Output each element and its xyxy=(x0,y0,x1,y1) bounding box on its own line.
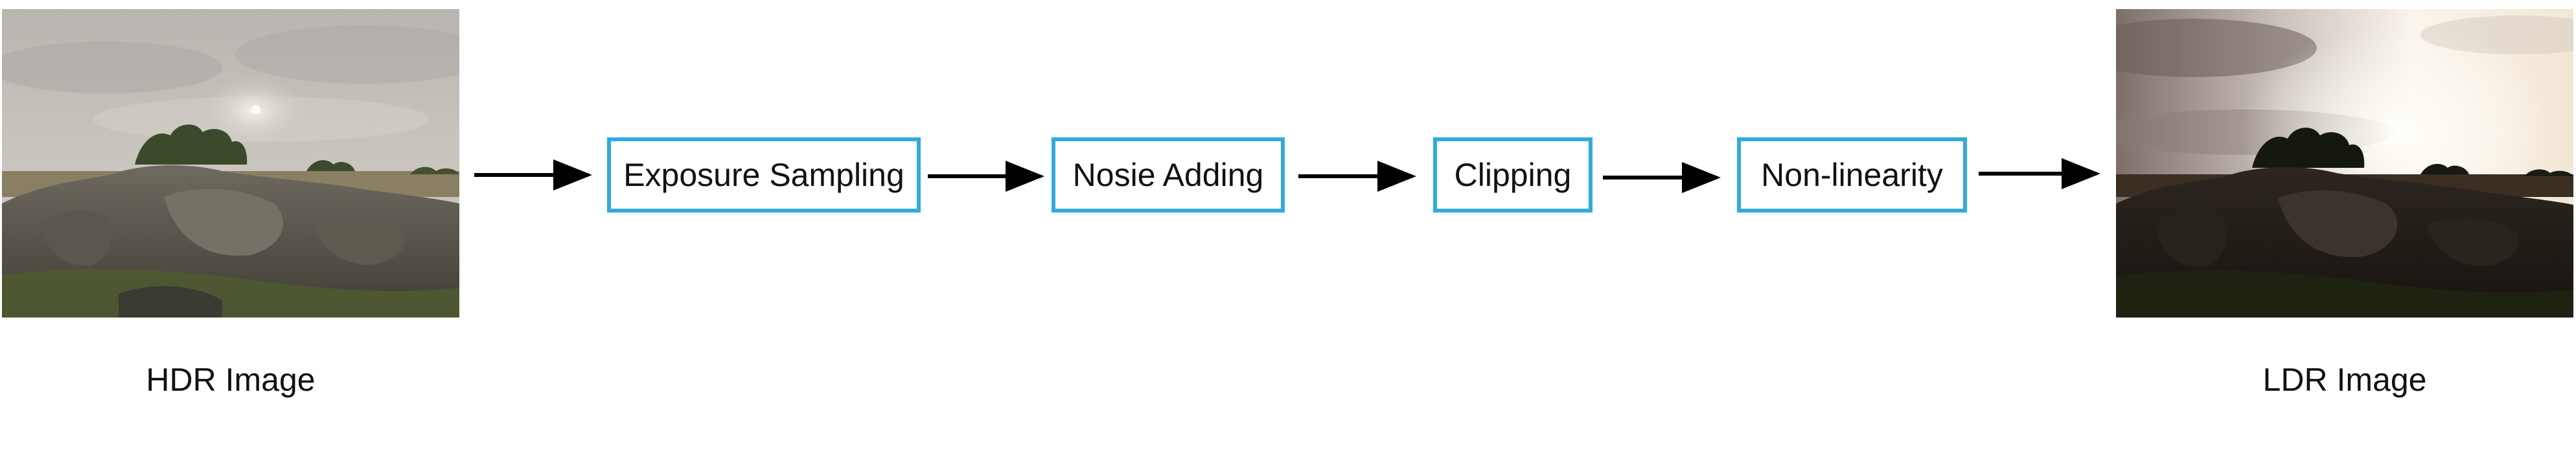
ldr-landscape-picture xyxy=(2116,9,2573,318)
stage-exposure-sampling: Exposure Sampling xyxy=(607,137,921,213)
hdr-image xyxy=(2,9,459,318)
stage-clipping: Clipping xyxy=(1433,137,1593,213)
stage-non-linearity: Non-linearity xyxy=(1737,137,1967,213)
ldr-image-caption: LDR Image xyxy=(2262,362,2427,398)
hdr-image-caption: HDR Image xyxy=(146,362,316,398)
stage-noise-adding: Nosie Adding xyxy=(1052,137,1285,213)
hdr-landscape-picture xyxy=(2,9,459,318)
ldr-image xyxy=(2116,9,2573,318)
